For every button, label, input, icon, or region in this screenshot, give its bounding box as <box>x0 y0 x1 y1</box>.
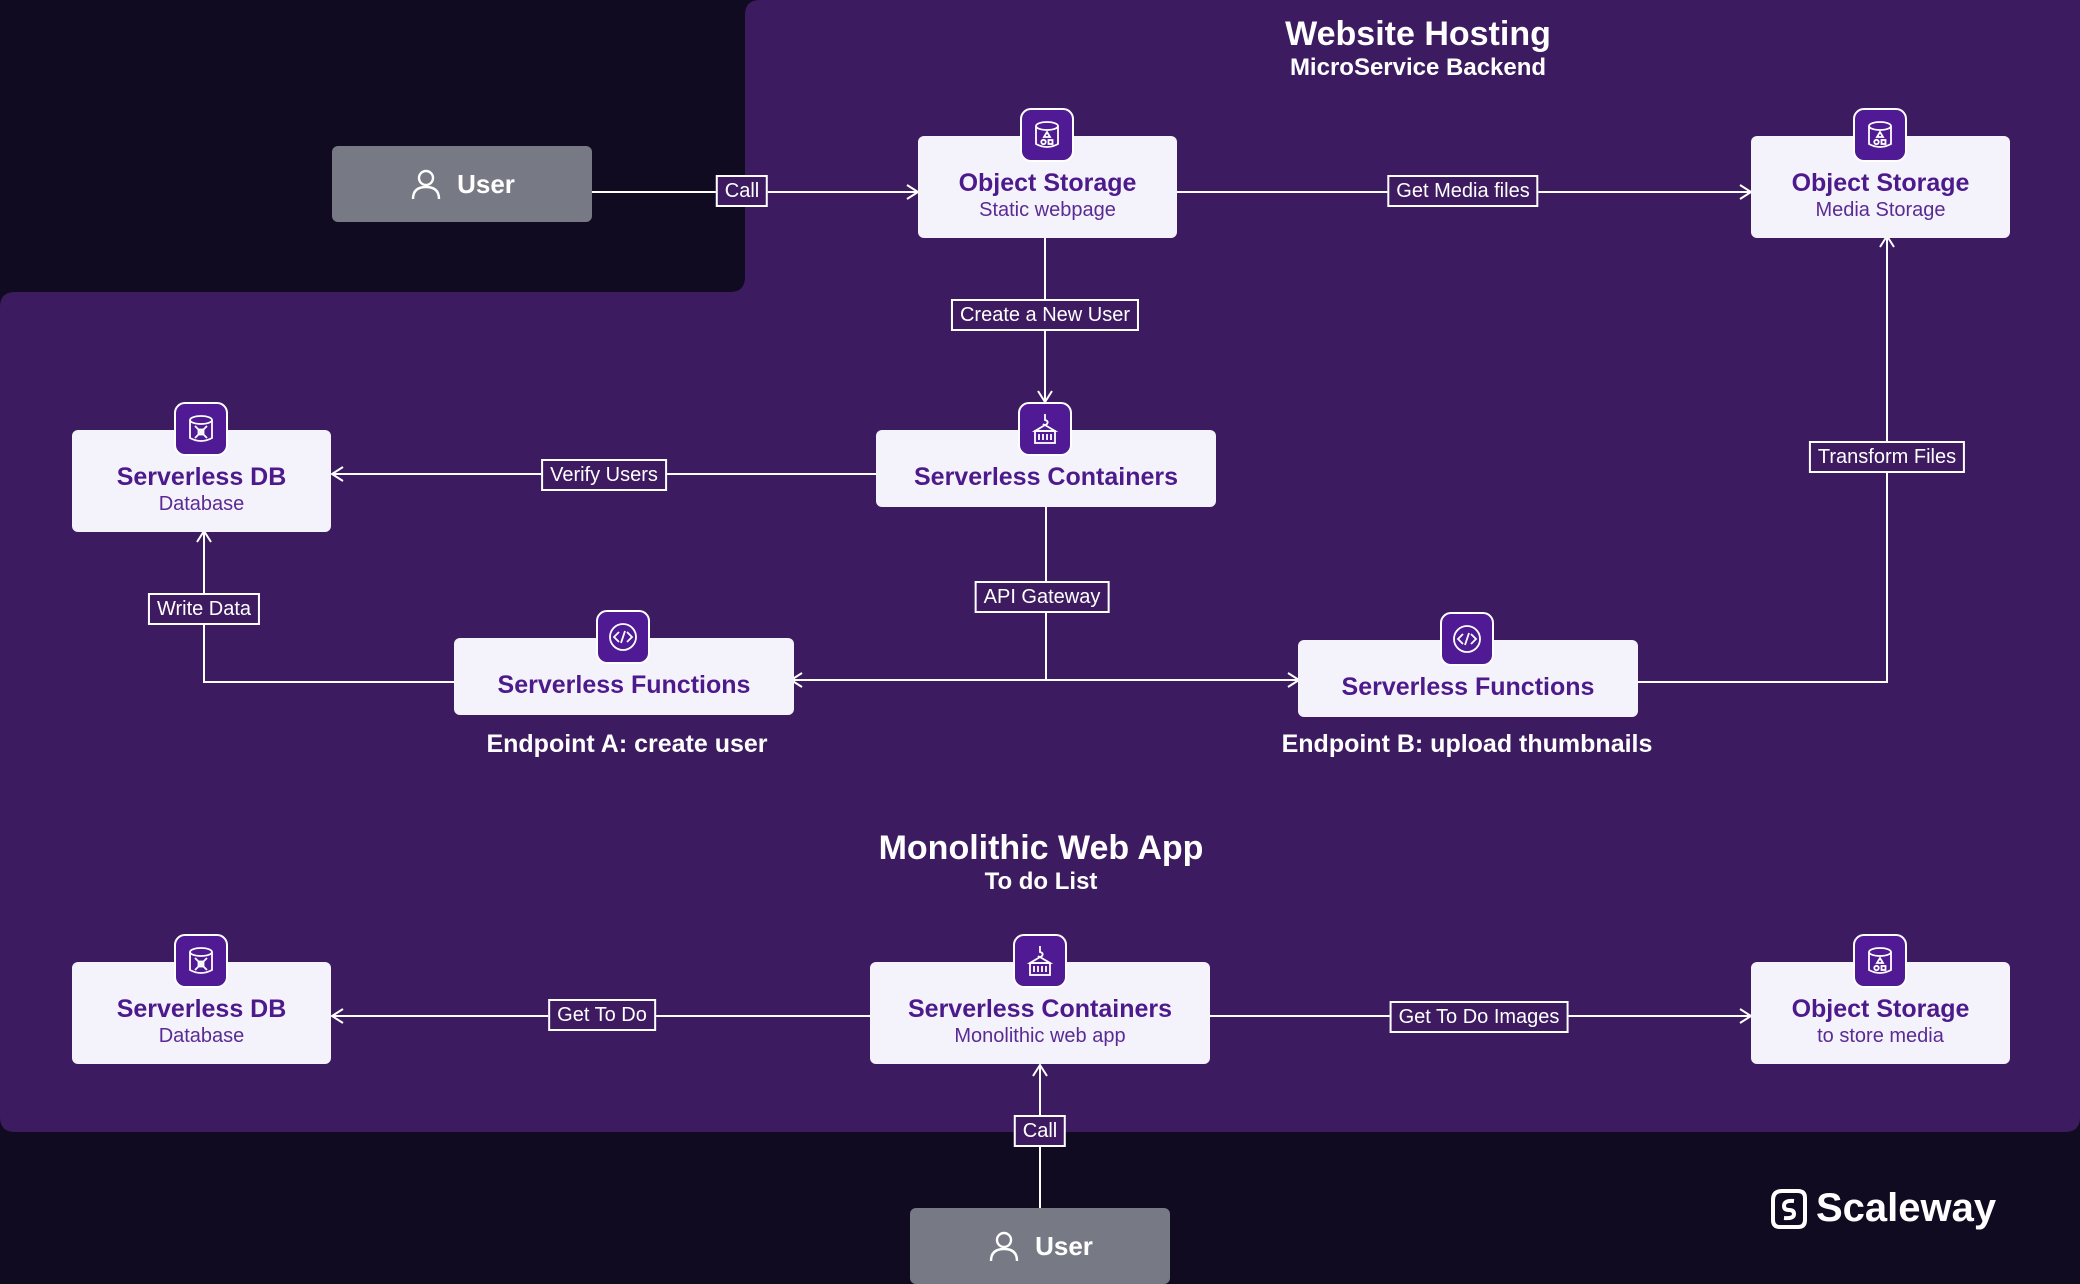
node-subtitle: Monolithic web app <box>954 1025 1126 1047</box>
arrowhead <box>1032 1063 1048 1077</box>
user-icon <box>989 1231 1019 1262</box>
user-label: User <box>1035 1230 1093 1261</box>
node-title: Object Storage <box>1791 169 1970 197</box>
node-title: Serverless DB <box>116 995 287 1023</box>
arrowhead <box>330 1008 344 1024</box>
node-subtitle: Database <box>158 493 245 515</box>
edge-label-api-gateway: API Gateway <box>974 581 1110 613</box>
object-storage-node-bottom[interactable]: Object Storage to store media <box>1751 962 2010 1064</box>
functions-icon <box>596 610 650 664</box>
edge-label-create-new-user: Create a New User <box>950 299 1140 331</box>
user-label: User <box>457 168 515 199</box>
object-storage-icon <box>1853 934 1907 988</box>
user-icon <box>411 169 441 200</box>
serverless-functions-node-a[interactable]: Serverless Functions <box>454 638 794 715</box>
endpoint-a-caption: Endpoint A: create user <box>486 730 768 758</box>
node-subtitle: Database <box>158 1025 245 1047</box>
edge-label-get-to-do-images: Get To Do Images <box>1389 1001 1569 1033</box>
object-storage-static-node[interactable]: Object Storage Static webpage <box>918 136 1177 238</box>
edge-label-verify-users: Verify Users <box>541 459 667 491</box>
section-title-monolithic: Monolithic Web App To do List <box>841 828 1241 896</box>
edge-label-call-bottom: Call <box>1013 1115 1067 1147</box>
user-node-bottom[interactable]: User <box>910 1208 1170 1284</box>
object-storage-icon <box>1020 108 1074 162</box>
database-icon <box>174 934 228 988</box>
section-subtitle: MicroService Backend <box>1289 54 1547 81</box>
containers-icon <box>1018 402 1072 456</box>
edge-write-data <box>203 532 454 683</box>
arrowhead <box>330 466 344 482</box>
scaleway-logo-icon <box>1771 1188 1807 1229</box>
node-subtitle: Media Storage <box>1815 199 1946 221</box>
node-title: Object Storage <box>1791 995 1970 1023</box>
edge-label-call-top: Call <box>715 175 769 207</box>
functions-icon <box>1440 612 1494 666</box>
edge-label-get-to-do: Get To Do <box>548 999 656 1031</box>
node-title: Serverless Containers <box>913 463 1179 491</box>
node-title: Object Storage <box>958 169 1137 197</box>
edge-transform-files <box>1637 237 1888 683</box>
scaleway-brand: Scaleway <box>1770 1186 1996 1231</box>
serverless-db-node-bottom[interactable]: Serverless DB Database <box>72 962 331 1064</box>
endpoint-b-caption: Endpoint B: upload thumbnails <box>1281 730 1653 758</box>
database-icon <box>174 402 228 456</box>
edge-label-write-data: Write Data <box>147 593 261 625</box>
node-title: Serverless DB <box>116 463 287 491</box>
brand-name: Scaleway <box>1816 1186 1997 1230</box>
edge-label-get-media-files: Get Media files <box>1387 175 1539 207</box>
section-title: Monolithic Web App <box>878 829 1204 867</box>
node-title: Serverless Containers <box>907 995 1173 1023</box>
object-storage-icon <box>1853 108 1907 162</box>
node-subtitle: Static webpage <box>979 199 1116 221</box>
containers-icon <box>1013 934 1067 988</box>
serverless-containers-node-top[interactable]: Serverless Containers <box>876 430 1216 507</box>
user-node-top[interactable]: User <box>332 146 592 222</box>
section-title-microservice: Website Hosting MicroService Backend <box>1218 14 1618 82</box>
panel-background <box>0 0 2080 1132</box>
section-subtitle: To do List <box>984 868 1098 895</box>
section-title: Website Hosting <box>1285 15 1551 53</box>
node-title: Serverless Functions <box>497 671 751 699</box>
edge-label-transform-files: Transform Files <box>1808 441 1966 473</box>
node-subtitle: to store media <box>1817 1025 1944 1047</box>
node-title: Serverless Functions <box>1341 673 1595 701</box>
